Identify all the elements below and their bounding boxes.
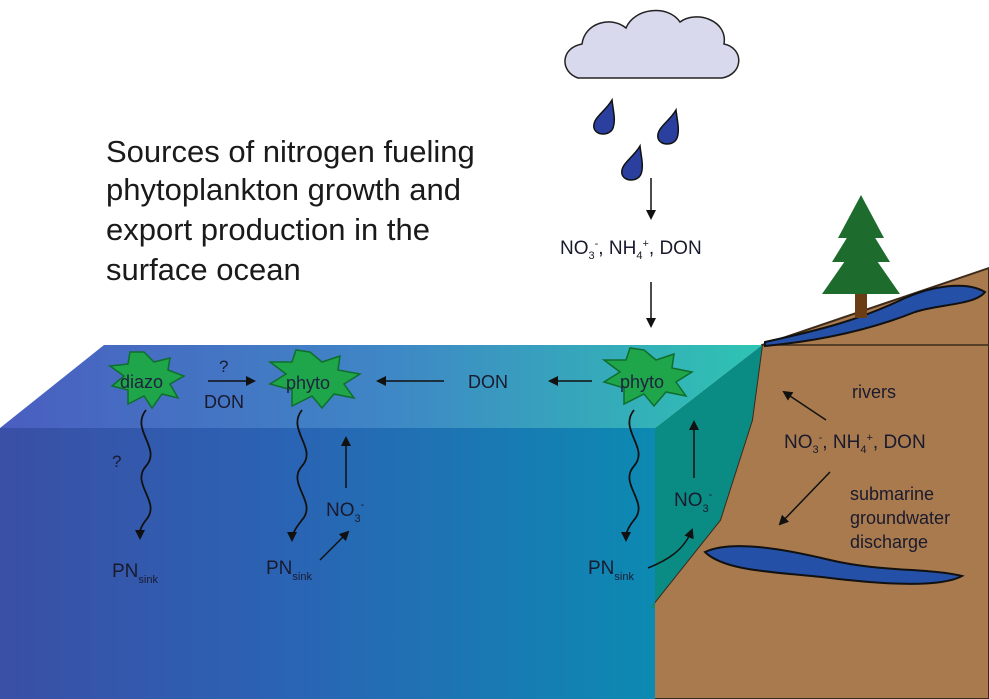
ocean-front-face	[0, 428, 655, 699]
rivers-arrow	[782, 390, 827, 421]
don-small-label: DON	[204, 392, 244, 412]
bloom-icon-phyto-right: phyto	[601, 347, 694, 408]
diagram-title: Sources of nitrogen fueling phytoplankto…	[106, 134, 475, 287]
no3-right-label: NO3-	[674, 489, 713, 515]
sinking-arrow-right	[621, 409, 640, 542]
pn-left-label: PNsink	[112, 561, 158, 586]
atmospheric-flux-label: NO3-, NH4+, DON	[560, 238, 702, 262]
phyto-right-label: phyto	[620, 372, 664, 392]
pn-middle-label: PNsink	[266, 558, 312, 583]
title-line-1: Sources of nitrogen fueling	[106, 134, 475, 169]
question-top: ?	[219, 357, 228, 376]
sgd-label-line-2: groundwater	[850, 508, 950, 528]
river-icon	[764, 284, 987, 348]
pn-to-no3-arrow-right	[647, 528, 694, 569]
land-flux-label: NO3-, NH4+, DON	[784, 432, 926, 456]
rivers-label: rivers	[852, 382, 896, 402]
question-left: ?	[112, 452, 121, 471]
groundwater-lens-icon	[703, 545, 965, 585]
sgd-label-line-1: submarine	[850, 484, 934, 504]
pn-to-no3-arrow-middle	[319, 530, 350, 561]
diazo-label: diazo	[120, 372, 163, 392]
sinking-arrow-left	[134, 409, 152, 540]
sgd-label-line-3: discharge	[850, 532, 928, 552]
don-middle-label: DON	[468, 372, 508, 392]
raindrop-icon	[593, 97, 680, 181]
no3-middle-label: NO3-	[326, 499, 365, 525]
bloom-icon-diazo: diazo	[107, 351, 186, 410]
title-line-4: surface ocean	[106, 252, 301, 287]
pn-right-label: PNsink	[588, 558, 634, 583]
sgd-arrow	[778, 471, 831, 526]
title-line-2: phytoplankton growth and	[106, 172, 461, 207]
ocean-surface	[0, 345, 762, 428]
phyto-left-label: phyto	[286, 373, 330, 393]
cloud-icon	[564, 9, 740, 79]
ocean-side-face	[650, 345, 762, 608]
title-line-3: export production in the	[106, 212, 430, 247]
sinking-arrow-middle	[287, 409, 308, 542]
tree-icon	[822, 195, 900, 318]
bloom-icon-phyto-left: phyto	[267, 349, 363, 410]
